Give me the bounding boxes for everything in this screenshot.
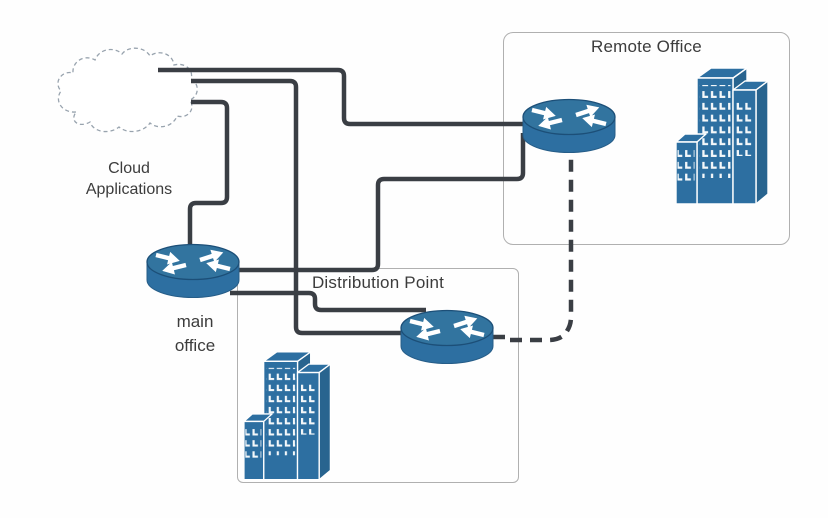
cloud-label-line2: Applications xyxy=(85,181,173,198)
main-office-label: main office xyxy=(146,310,244,358)
main-office-label-line1: main xyxy=(176,312,214,331)
cloud-icon xyxy=(57,47,198,133)
distribution-point-box: Distribution Point xyxy=(237,268,519,483)
remote-office-box: Remote Office xyxy=(503,32,790,245)
cloud-applications-label: Cloud Applications xyxy=(55,158,203,200)
remote-office-title: Remote Office xyxy=(591,37,702,56)
distribution-point-title: Distribution Point xyxy=(311,273,445,292)
main-office-router-icon xyxy=(147,245,239,298)
cloud-label-line1: Cloud xyxy=(108,160,150,177)
link-main-router-to-remote-router xyxy=(230,133,526,273)
main-office-label-line2: office xyxy=(174,336,216,355)
link-cloud-to-remote-router xyxy=(158,67,530,127)
